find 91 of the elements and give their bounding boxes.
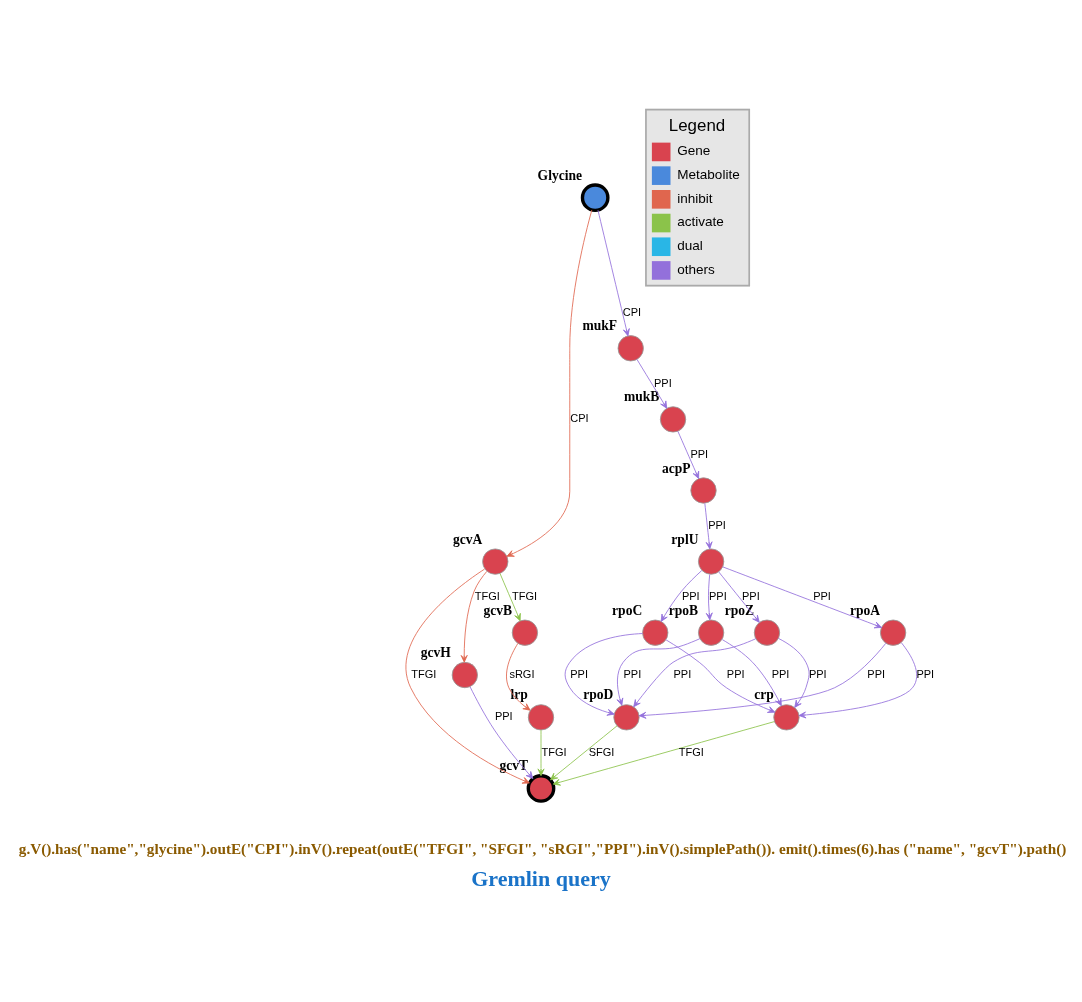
arrow: [469, 686, 534, 779]
edge-label: PPI: [867, 667, 886, 680]
node-label: rpoC: [612, 602, 643, 618]
legend-label: Metabolite: [677, 166, 740, 182]
node-label: mukF: [582, 317, 618, 333]
node-label: rplU: [671, 531, 699, 547]
edge-label: SFGI: [588, 745, 615, 758]
edge-label: CPI: [622, 305, 642, 318]
node-circle: [482, 547, 509, 575]
node-circle: [580, 182, 610, 212]
arrow: [597, 209, 630, 336]
edge-label: PPI: [916, 667, 935, 680]
node-circle: [451, 661, 478, 688]
arrow: [798, 641, 918, 718]
arrow: [616, 637, 701, 706]
arrow: [665, 638, 776, 713]
arrow: [638, 642, 887, 719]
node-label: rpoD: [583, 686, 614, 702]
edge-label: PPI: [681, 589, 700, 602]
edge-label: PPI: [808, 667, 827, 680]
edge-label: sRGI: [509, 667, 535, 680]
arrow: [633, 637, 757, 707]
edge-label: PPI: [570, 667, 588, 680]
edge-label: PPI: [690, 447, 709, 460]
node-circle: [698, 619, 725, 646]
arrow: [537, 729, 545, 776]
legend-label: Gene: [677, 142, 711, 158]
edge-label: TFGI: [511, 589, 538, 602]
edge-label: PPI: [813, 589, 831, 602]
arrow: [506, 642, 531, 711]
edge-label: PPI: [673, 667, 692, 680]
arrow: [499, 572, 521, 621]
caption: Gremlin query: [471, 865, 611, 891]
node-label: crp: [754, 686, 774, 702]
node-label: rpoB: [668, 602, 699, 618]
legend-label: activate: [677, 213, 724, 229]
edge-label: PPI: [708, 518, 726, 531]
arrow: [550, 724, 618, 780]
arrow: [405, 568, 530, 784]
edge-label: TFGI: [411, 667, 437, 680]
node-circle: [613, 703, 640, 730]
label: g.V().has("name","glycine").outE("CPI").inV().repeat(outE("TFGI", "SFGI", "sRGI","PPI").inV().simplePath()). emit().times(6).has ("name", "gcvT").path(): [18, 839, 1067, 857]
node-label: mukB: [623, 388, 660, 404]
node-label: rpoZ: [724, 602, 754, 618]
node-label: gcvT: [499, 757, 529, 773]
arrow: [636, 358, 668, 409]
node-circle: [511, 619, 539, 646]
legend-label: dual: [677, 237, 703, 253]
node-circle: [642, 619, 669, 646]
edge-label: PPI: [623, 667, 642, 680]
node-circle: [698, 547, 725, 575]
arrow: [718, 571, 760, 623]
legend-label: others: [677, 261, 715, 277]
node-circle: [690, 476, 717, 504]
legend-label: inhibit: [677, 190, 713, 206]
edge-label: CPI: [570, 411, 589, 424]
arrow: [660, 569, 703, 622]
arrow: [677, 430, 700, 479]
label: Legend: [668, 115, 726, 135]
node-circle: [659, 405, 687, 433]
edge-label: PPI: [771, 667, 790, 680]
arrow: [705, 573, 713, 620]
edge-label: PPI: [654, 376, 672, 389]
arrow: [704, 502, 713, 549]
node-circle: [526, 773, 556, 803]
node-circle: [773, 703, 800, 730]
edge-label: PPI: [742, 589, 760, 602]
arrow: [564, 632, 643, 716]
arrow: [778, 637, 810, 708]
arrow: [721, 638, 782, 706]
node-circle: [617, 334, 644, 361]
arrow: [552, 720, 775, 786]
arrow: [460, 570, 488, 663]
edge-label: PPI: [709, 589, 727, 602]
node-circle: [753, 619, 781, 646]
arrow: [506, 209, 593, 557]
node-label: acpP: [662, 460, 691, 476]
edge-label: TFGI: [474, 589, 500, 602]
edge-label: TFGI: [678, 745, 704, 758]
node-circle: [880, 619, 907, 646]
edge-label: PPI: [494, 709, 513, 722]
node-label: lrp: [510, 686, 528, 702]
node-label: gcvA: [452, 531, 483, 547]
node-label: gcvB: [483, 602, 513, 618]
edge-label: PPI: [726, 667, 745, 680]
edge-label: TFGI: [541, 745, 567, 758]
arrow: [722, 565, 882, 628]
node-label: rpoA: [849, 602, 881, 618]
node-label: gcvH: [420, 644, 451, 660]
node-label: Glycine: [537, 167, 582, 183]
node-circle: [527, 703, 555, 730]
